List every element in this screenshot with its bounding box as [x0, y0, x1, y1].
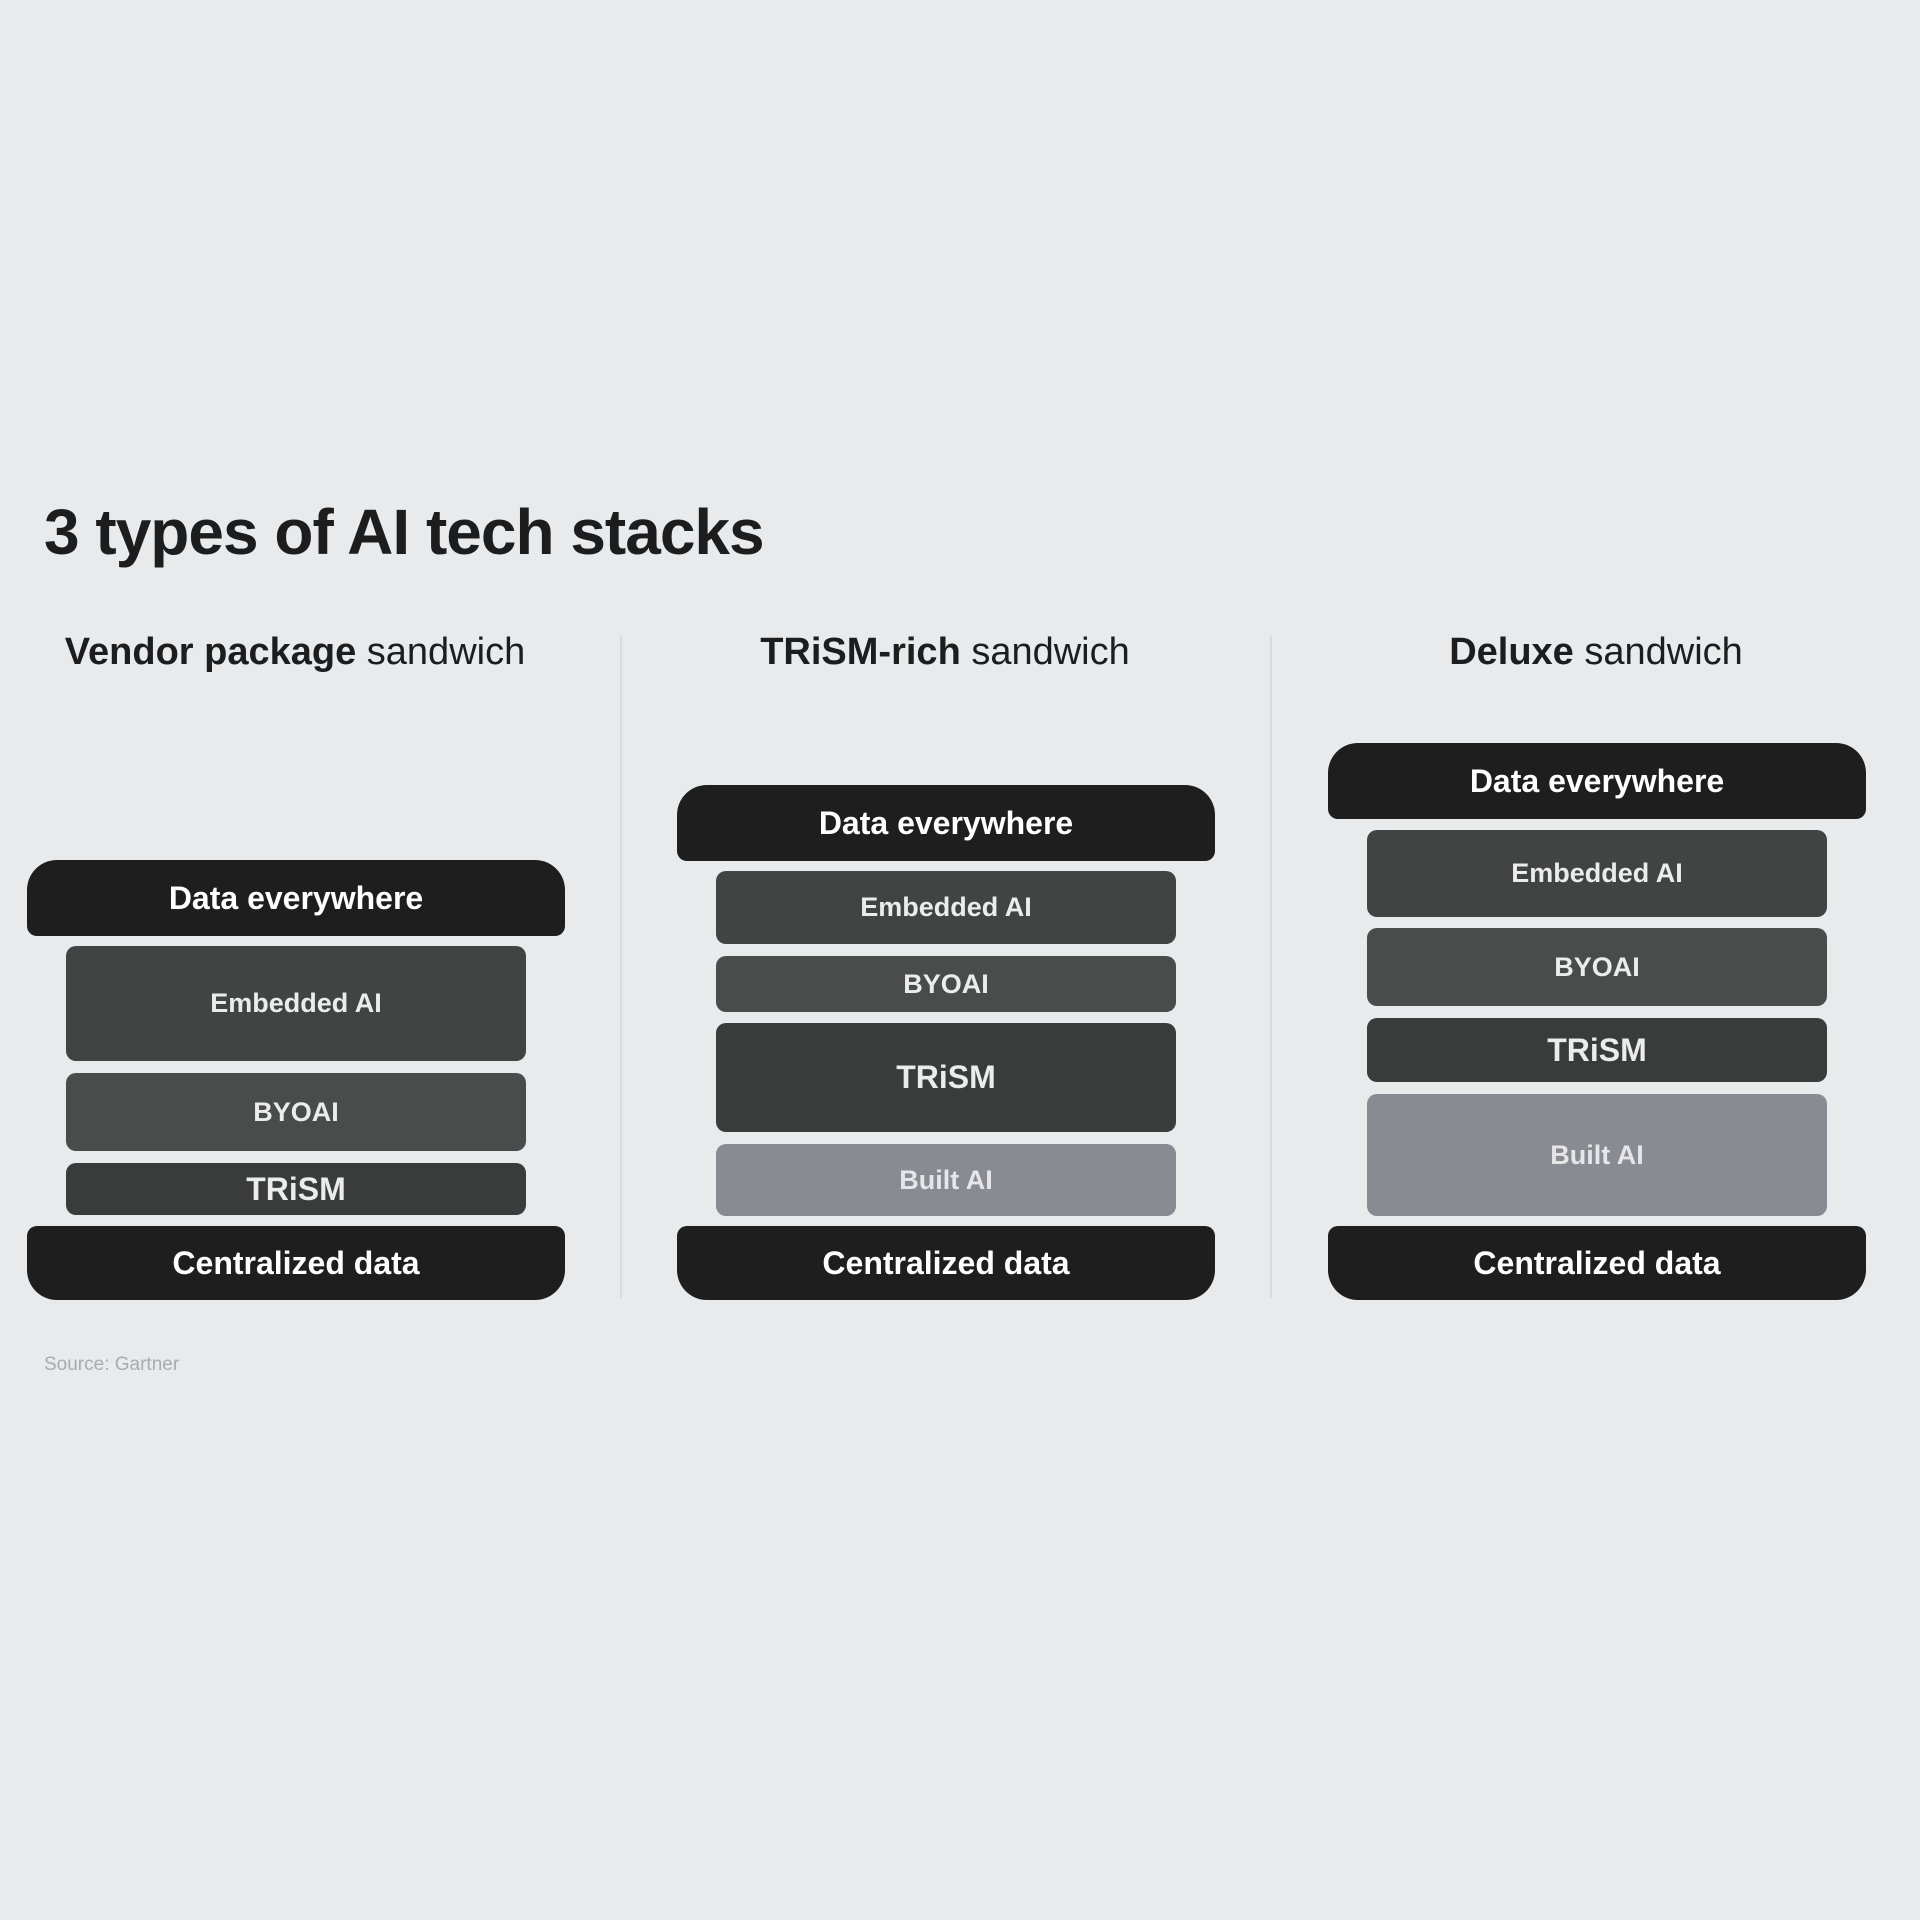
layer-data-everywhere: Data everywhere — [1328, 743, 1866, 819]
heading-bold: TRiSM-rich — [760, 631, 961, 673]
layer-embedded-ai: Embedded AI — [716, 871, 1176, 944]
column-heading-trism-rich: TRiSM-rich sandwich — [665, 630, 1225, 674]
heading-rest: sandwich — [356, 631, 526, 673]
layer-data-everywhere: Data everywhere — [677, 785, 1215, 861]
heading-rest: sandwich — [960, 631, 1130, 673]
page-title: 3 types of AI tech stacks — [44, 496, 765, 568]
column-divider — [620, 636, 622, 1298]
heading-bold: Vendor package — [64, 631, 357, 673]
layer-trism: TRiSM — [716, 1023, 1176, 1132]
layer-trism: TRiSM — [1367, 1018, 1827, 1082]
layer-byoai: BYOAI — [1367, 928, 1827, 1006]
layer-trism: TRiSM — [66, 1163, 526, 1215]
heading-bold: Deluxe — [1449, 631, 1574, 673]
column-heading-deluxe: Deluxe sandwich — [1316, 630, 1876, 674]
layer-centralized-data: Centralized data — [1328, 1226, 1866, 1300]
column-heading-vendor-package: Vendor package sandwich — [15, 630, 575, 674]
column-divider — [1270, 636, 1272, 1298]
layer-data-everywhere: Data everywhere — [27, 860, 565, 936]
heading-rest: sandwich — [1573, 631, 1743, 673]
layer-embedded-ai: Embedded AI — [1367, 830, 1827, 917]
layer-centralized-data: Centralized data — [27, 1226, 565, 1300]
layer-byoai: BYOAI — [716, 956, 1176, 1012]
source-note: Source: Gartner — [44, 1354, 180, 1375]
layer-built-ai: Built AI — [716, 1144, 1176, 1216]
layer-built-ai: Built AI — [1367, 1094, 1827, 1216]
layer-embedded-ai: Embedded AI — [66, 946, 526, 1061]
layer-centralized-data: Centralized data — [677, 1226, 1215, 1300]
layer-byoai: BYOAI — [66, 1073, 526, 1151]
